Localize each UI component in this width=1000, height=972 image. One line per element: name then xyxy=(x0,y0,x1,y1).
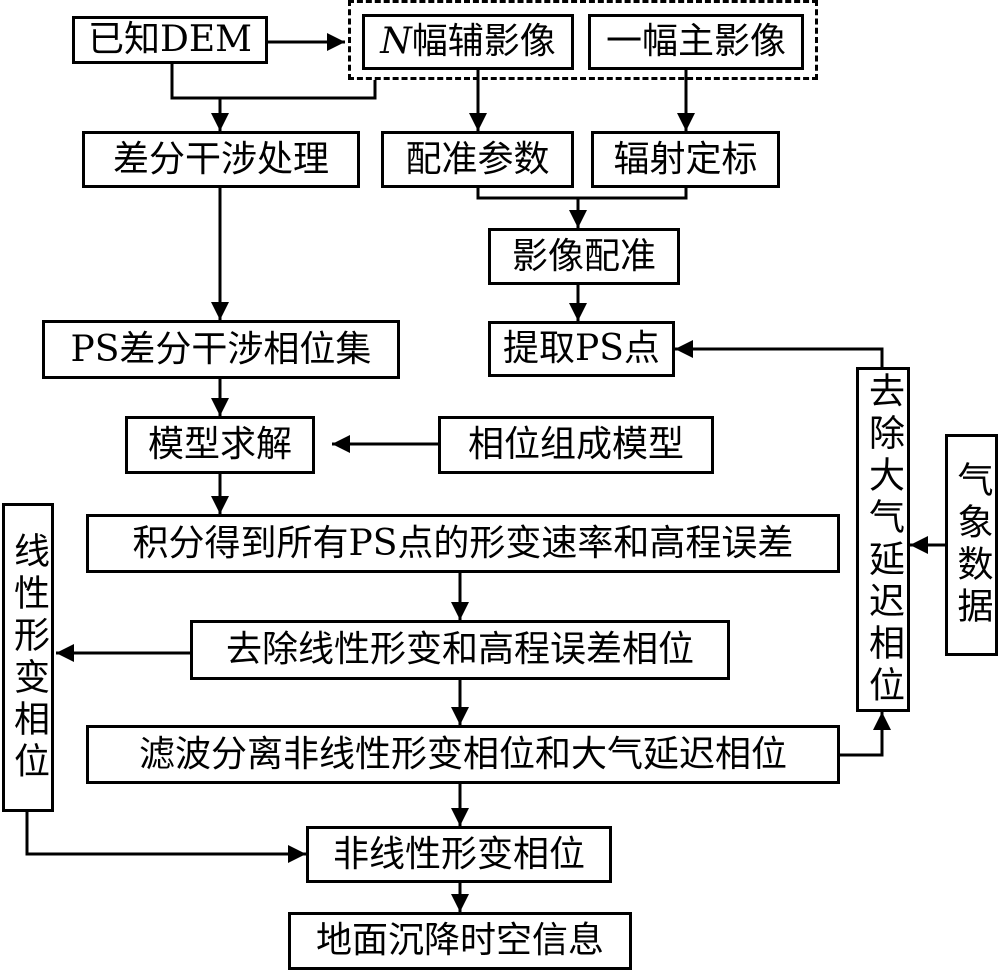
linear-phase-label: 线性形变相位 xyxy=(8,531,49,784)
subsidence-info-label: 地面沉降时空信息 xyxy=(315,920,604,961)
aux-images-label: 幅辅影像 xyxy=(411,21,556,62)
phase-model-label: 相位组成模型 xyxy=(467,424,684,465)
radiometric-label: 辐射定标 xyxy=(613,138,758,180)
image-input-group xyxy=(348,0,818,80)
nonlinear-phase-box: 非线性形变相位 xyxy=(306,826,612,883)
diff-interf-label: 差分干涉处理 xyxy=(112,138,329,180)
integrate-box: 积分得到所有PS点的形变速率和高程误差 xyxy=(86,514,840,573)
main-image-box: 一幅主影像 xyxy=(588,14,804,70)
ps-phase-set-box: PS差分干涉相位集 xyxy=(42,320,400,379)
image-reg-label: 影像配准 xyxy=(511,235,656,277)
arrow-remove-atm-to-extract xyxy=(675,340,884,367)
weather-data-label: 气象数据 xyxy=(951,461,993,629)
n-count-label: N xyxy=(380,21,412,62)
model-solve-box: 模型求解 xyxy=(125,416,315,474)
filter-separate-label: 滤波分离非线性形变相位和大气延迟相位 xyxy=(138,733,787,775)
subsidence-info-box: 地面沉降时空信息 xyxy=(288,912,632,970)
remove-linear-label: 去除线性形变和高程误差相位 xyxy=(225,629,694,670)
line-dem-down xyxy=(170,62,377,100)
line-merge-reg xyxy=(476,186,688,200)
main-image-label: 一幅主影像 xyxy=(605,21,786,62)
model-solve-label: 模型求解 xyxy=(147,424,292,465)
reg-params-box: 配准参数 xyxy=(381,131,574,188)
filter-separate-box: 滤波分离非线性形变相位和大气延迟相位 xyxy=(86,725,840,784)
extract-ps-label: 提取PS点 xyxy=(503,328,660,369)
remove-linear-box: 去除线性形变和高程误差相位 xyxy=(190,620,730,680)
nonlinear-phase-label: 非线性形变相位 xyxy=(332,833,585,875)
known-dem-label: 已知DEM xyxy=(87,19,252,60)
diff-interf-box: 差分干涉处理 xyxy=(82,131,360,188)
arrow-filter-to-remove-atm xyxy=(840,712,891,757)
image-reg-box: 影像配准 xyxy=(488,228,680,285)
weather-data-box: 气象数据 xyxy=(945,434,998,656)
phase-model-box: 相位组成模型 xyxy=(438,416,714,474)
linear-phase-box: 线性形变相位 xyxy=(2,503,54,812)
reg-params-label: 配准参数 xyxy=(405,138,550,180)
remove-atm-label: 去除大气延迟相位 xyxy=(863,371,904,708)
ps-phase-set-label: PS差分干涉相位集 xyxy=(70,328,372,370)
integrate-label: 积分得到所有PS点的形变速率和高程误差 xyxy=(132,522,794,564)
remove-atm-box: 去除大气延迟相位 xyxy=(856,367,910,712)
extract-ps-box: 提取PS点 xyxy=(488,321,675,377)
known-dem-box: 已知DEM xyxy=(72,16,268,64)
arrow-linear-to-nonlinear xyxy=(25,812,306,863)
radiometric-box: 辐射定标 xyxy=(591,131,780,188)
